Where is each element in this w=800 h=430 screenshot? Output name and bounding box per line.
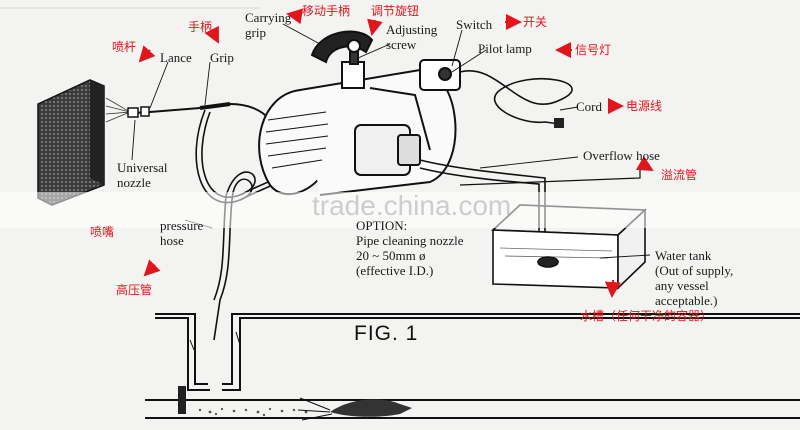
cord [459,70,573,125]
label-pilot-lamp: Pilot lamp [478,41,532,56]
sediment [198,407,308,417]
lance [127,102,271,121]
cn-label-nozzle: 喷嘴 [90,225,115,239]
cn-label-carrying-grip: 移动手柄 [302,4,351,18]
pipe-debris [178,386,186,414]
label-overflow-hose: Overflow hose [583,148,660,163]
annotation-arrows [138,8,654,298]
support-line [459,170,641,186]
cn-label-pilot-lamp: 信号灯 [575,43,612,57]
label-cord: Cord [576,99,602,114]
cord-plug [554,118,564,128]
cn-label-cord: 电源线 [626,99,663,113]
label-adjusting-screw: Adjusting screw [386,22,438,52]
pump [258,30,461,196]
label-universal-nozzle: Universal nozzle [117,160,168,190]
cn-label-switch: 开关 [523,15,548,29]
label-carrying-grip: Carrying grip [245,10,292,40]
cn-label-overflow-hose: 溢流管 [661,168,698,182]
figure-caption: FIG. 1 [354,322,419,345]
label-switch: Switch [456,17,493,32]
spray [105,97,131,123]
overflow-hose-line [419,159,546,240]
label-pressure-hose: pressure hose [160,218,204,248]
cn-label-water-tank: 水槽（任何干净的容器） [580,309,713,323]
watermark-band [0,192,800,228]
cn-label-adjusting-screw: 调节旋钮 [371,4,420,18]
target-panel [37,79,105,206]
cn-label-grip: 手柄 [188,20,213,34]
label-water-tank: Water tank (Out of supply, any vessel ac… [655,248,734,308]
watermark: trade.china.com [312,190,512,221]
cleaning-nozzle [297,397,412,421]
label-grip: Grip [210,50,234,65]
cn-label-lance: 喷杆 [112,40,137,54]
drain-pipe [145,313,800,419]
label-lance: Lance [160,50,192,65]
label-option: OPTION: Pipe cleaning nozzle 20 ~ 50mm ø… [356,218,464,278]
cn-label-pressure-hose: 高压管 [116,283,153,297]
